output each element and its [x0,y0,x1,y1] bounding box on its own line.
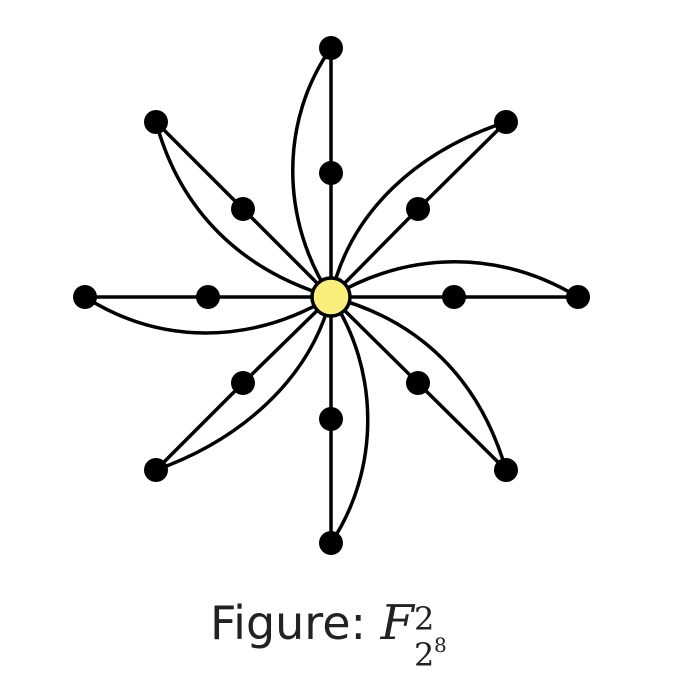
vertex-center [310,276,352,318]
vertex-mid-left [196,285,220,309]
edge-center-to-outer-down-left-curve [154,295,333,472]
branch-right [329,260,590,309]
caption-superscript: 2 [413,599,435,638]
edge-center-to-outer-left-curve [83,295,333,335]
edge-mid-to-outer-down-right [416,381,508,472]
edge-mid-to-outer-up-left [154,120,245,211]
vertex-mid-right [442,285,466,309]
vertex-mid-down-right [406,371,430,395]
vertex-outer-up-left [144,110,168,134]
vertex-outer-down-right [494,458,518,482]
vertex-outer-down-left [144,458,168,482]
caption-subscript-exponent: 8 [433,632,447,657]
vertex-outer-up [319,36,343,60]
vertex-mid-up [319,161,343,185]
branch-down-right [329,295,518,482]
edge-center-to-outer-right-curve [329,260,580,299]
vertex-mid-down [319,407,343,431]
branch-up-left [144,110,333,299]
edge-center-to-outer-up-left-curve [154,120,333,299]
friendship-graph-diagram [73,36,590,555]
branch-left [73,285,333,335]
branch-down-left [144,295,333,482]
edge-mid-to-outer-down-left [154,381,245,472]
vertex-outer-up-right [494,110,518,134]
edge-center-to-outer-down-curve [329,295,370,545]
branch-up-right [329,110,518,299]
caption-symbol: F [380,595,414,651]
caption-prefix: Figure: [210,596,366,650]
edge-center-to-outer-down-right-curve [329,295,508,472]
edge-center-to-outer-up-curve [291,46,333,299]
vertex-mid-up-right [406,197,430,221]
vertex-mid-up-left [231,197,255,221]
vertex-outer-left [73,285,97,309]
caption-subscript-base: 2 [413,635,435,674]
vertex-mid-down-left [231,371,255,395]
branch-up [291,36,343,299]
edge-mid-to-outer-up-right [416,120,508,211]
edge-center-to-outer-up-right-curve [329,120,508,299]
vertex-outer-right [566,285,590,309]
branch-down [319,295,370,555]
vertex-outer-down [319,531,343,555]
